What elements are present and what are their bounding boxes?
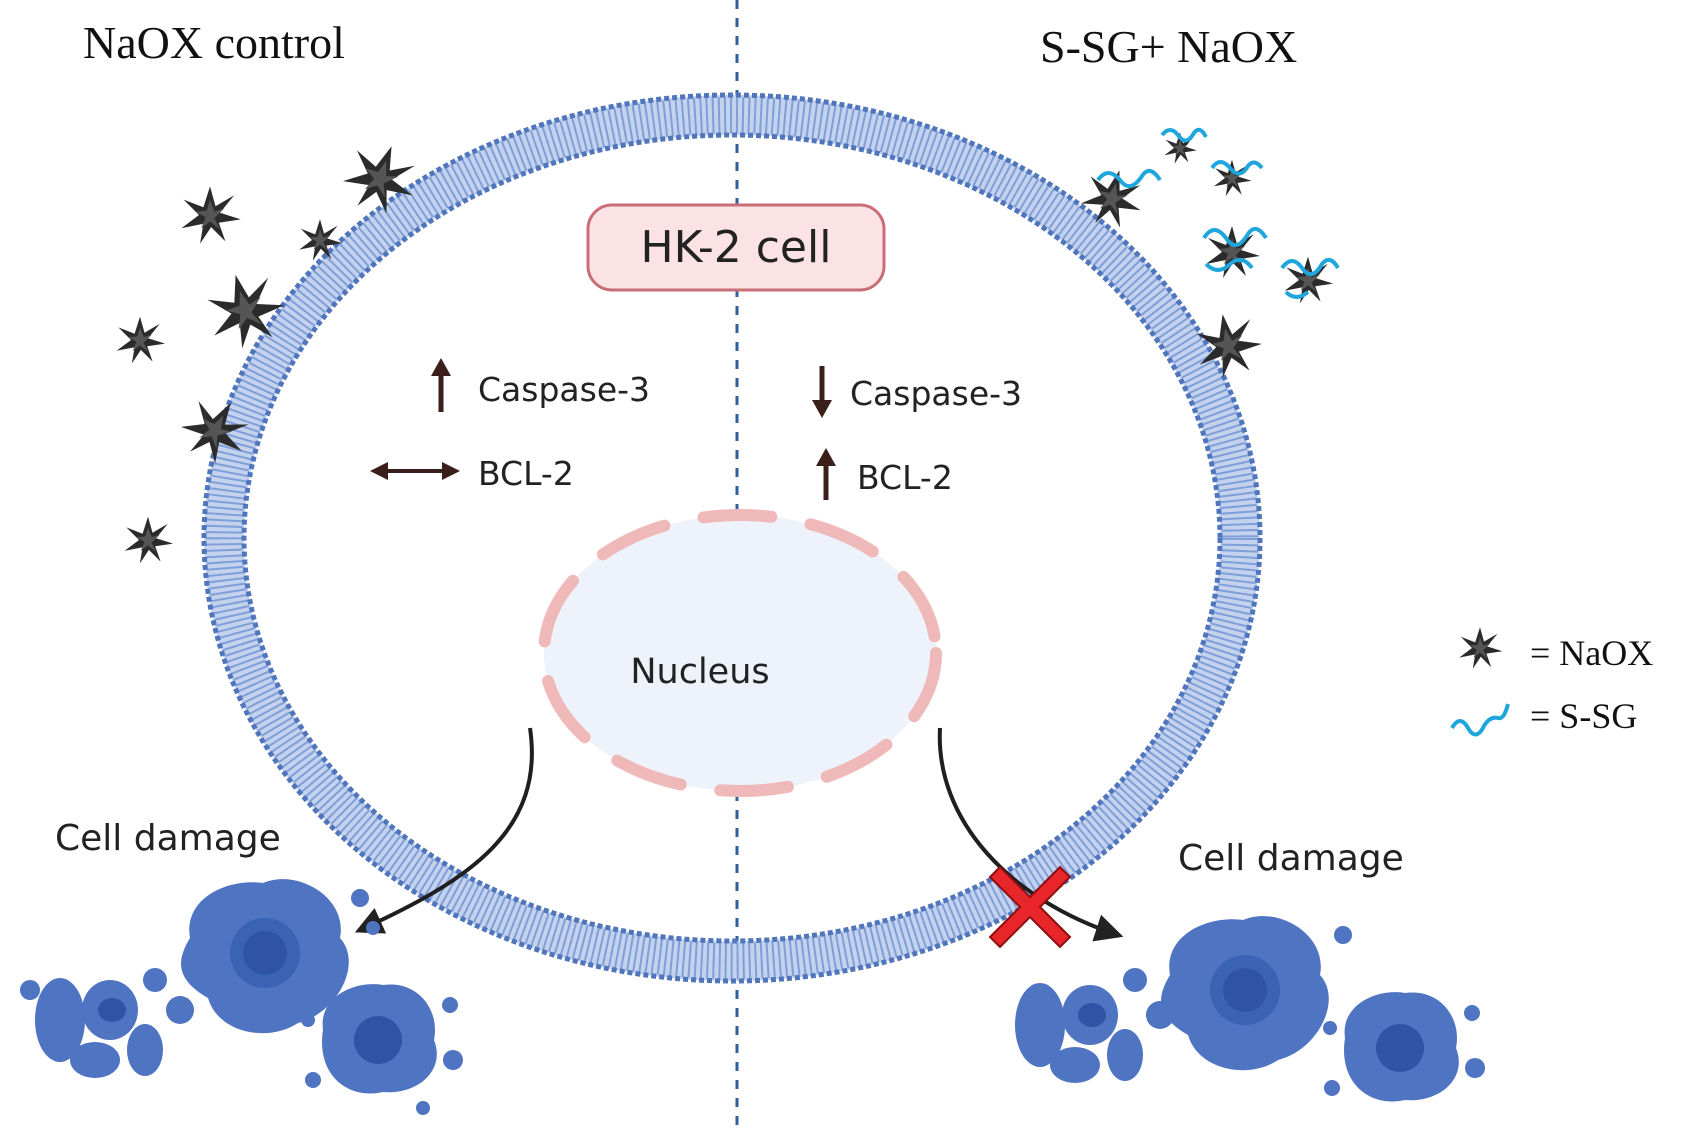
right-bcl2-up-arrow-icon	[816, 448, 836, 500]
nucleus	[538, 509, 942, 797]
right-caspase3-down-arrow-icon	[812, 366, 832, 418]
right-marker-caspase3: Caspase-3	[850, 374, 1022, 413]
damaged-cell-large-icon	[181, 879, 380, 1034]
s-sg-strand-icon	[1210, 160, 1264, 176]
damaged-cell-blebbing-icon	[1323, 992, 1485, 1102]
left-damaged-cells	[20, 879, 463, 1115]
cell-label-box	[586, 203, 886, 292]
naox-crystal-icon	[1213, 159, 1252, 197]
cell-label: HK-2 cell	[641, 222, 832, 273]
left-damage-arrow	[354, 727, 534, 934]
damaged-cell-large-icon	[1161, 916, 1352, 1071]
left-outcome-label: Cell damage	[55, 818, 281, 859]
right-outcome-label: Cell damage	[1178, 838, 1404, 879]
left-caspase3-up-arrow-icon	[431, 358, 451, 412]
damaged-cell-blebbing-icon	[301, 984, 463, 1115]
naox-crystal-icon	[124, 516, 174, 564]
right-marker-bcl2: BCL-2	[857, 458, 953, 497]
legend-s-sg-label: = S-SG	[1530, 696, 1637, 736]
right-damaged-cells	[1015, 916, 1485, 1102]
right-naox-ssg-complexes	[1076, 127, 1340, 382]
legend: = NaOX = S-SG	[1450, 627, 1653, 737]
naox-crystal-icon	[116, 316, 166, 364]
left-marker-bcl2: BCL-2	[478, 454, 574, 493]
s-sg-strand-icon	[1280, 257, 1340, 299]
left-bcl2-bidirectional-arrow-icon	[370, 462, 460, 480]
s-sg-strand-icon	[1202, 226, 1268, 272]
right-panel-title: S-SG+ NaOX	[1040, 21, 1297, 72]
nucleus-label: Nucleus	[630, 652, 769, 692]
legend-s-sg-icon	[1450, 703, 1510, 737]
cell-membrane	[201, 92, 1263, 984]
legend-naox-label: = NaOX	[1530, 633, 1653, 673]
s-sg-strand-icon	[1096, 168, 1162, 188]
legend-naox-icon	[1459, 627, 1503, 669]
blocked-cross-icon	[988, 865, 1072, 949]
s-sg-strand-icon	[1160, 127, 1208, 143]
naox-crystal-icon	[181, 186, 241, 244]
left-marker-caspase3: Caspase-3	[478, 370, 650, 409]
damaged-cell-fragmented-icon	[20, 968, 194, 1078]
damaged-cell-fragmented-icon	[1015, 968, 1174, 1083]
left-panel-title: NaOX control	[83, 17, 345, 68]
right-damage-arrow	[937, 727, 1124, 942]
